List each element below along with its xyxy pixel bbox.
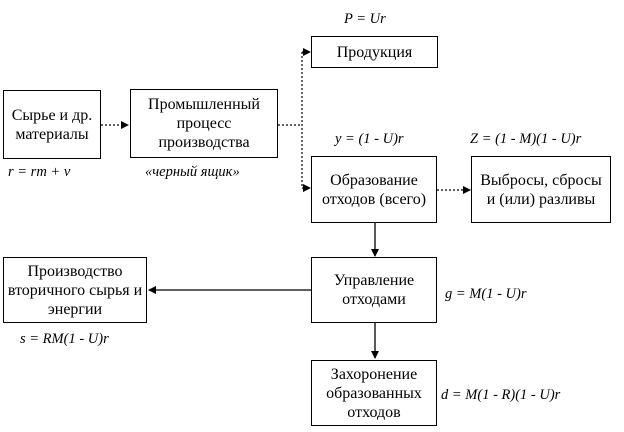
formula-r: r = rm + v (8, 164, 71, 180)
formula-y: y = (1 - U)r (335, 131, 404, 147)
label-black-box: «черный ящик» (145, 164, 240, 180)
box-waste-generation: Образование отходов (всего) (311, 156, 437, 223)
formula-d: d = M(1 - R)(1 - U)r (441, 387, 561, 403)
label-waste-generation: Образование отходов (всего) (321, 171, 427, 208)
formula-z: Z = (1 - M)(1 - U)r (470, 131, 582, 147)
box-products: Продукция (311, 36, 438, 68)
formula-s: s = RM(1 - U)r (20, 331, 109, 347)
box-secondary-production: Производство вторичного сырья и энергии (3, 257, 147, 323)
label-industrial-process: Промышленный процесс производства (148, 96, 260, 151)
formula-g: g = M(1 - U)r (445, 286, 527, 302)
box-industrial-process: Промышленный процесс производства (130, 89, 278, 158)
label-products: Продукция (336, 43, 413, 61)
box-waste-management: Управление отходами (311, 257, 437, 323)
box-raw-materials: Сырье и др. материалы (3, 90, 101, 159)
label-waste-management: Управление отходами (333, 272, 415, 308)
label-landfill: Захоронение образованных отходов (326, 365, 422, 421)
label-raw-materials: Сырье и др. материалы (11, 106, 93, 143)
label-secondary-production: Производство вторичного сырья и энергии (7, 262, 143, 318)
label-emissions: Выбросы, сбросы и (или) разливы (480, 171, 602, 208)
box-emissions: Выбросы, сбросы и (или) разливы (471, 156, 611, 223)
formula-p: P = Ur (344, 11, 386, 27)
box-landfill: Захоронение образованных отходов (311, 360, 437, 426)
